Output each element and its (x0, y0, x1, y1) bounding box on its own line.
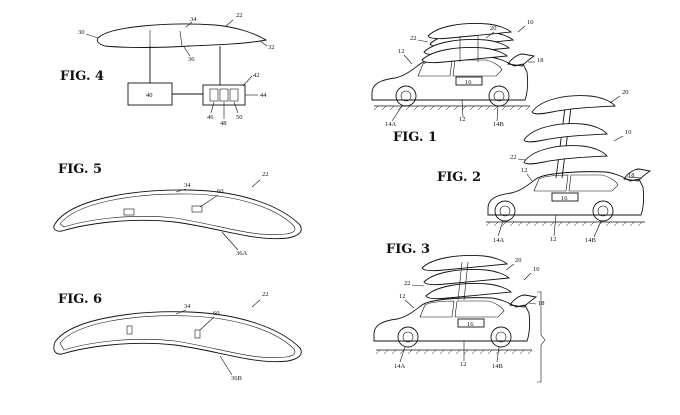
fig3-wing-top (421, 255, 508, 272)
fig4-ref-32: 32 (268, 44, 275, 51)
fig2-ref-12a: 12 (521, 167, 528, 174)
fig3: FIG. 3 16 20 10 22 12 18 14A 12 14 (373, 242, 546, 383)
fig5-airfoil-inner (59, 193, 296, 235)
fig4-ref-44: 44 (260, 92, 267, 99)
fig5-label: FIG. 5 (58, 162, 102, 177)
fig3-front-wheel (397, 326, 419, 348)
fig1-ref-14B: 14B (493, 121, 505, 128)
fig2-ref-10: 10 (625, 129, 632, 136)
fig2-front-wheel (494, 200, 516, 222)
fig3-rear-wheel (490, 326, 512, 348)
fig5-ref-36A: 36A (236, 250, 248, 257)
fig2-ref-12b: 12 (550, 236, 557, 243)
fig2-ref-18: 18 (628, 172, 635, 179)
fig2: FIG. 2 16 20 10 22 12 18 14A 12 14B (437, 89, 652, 244)
fig1-ref-18: 18 (537, 57, 544, 64)
fig2-car-body (487, 171, 645, 216)
fig5-airfoil-outer (53, 189, 302, 240)
fig1-ref-20: 20 (490, 25, 497, 32)
fig1: FIG. 1 16 20 10 22 12 18 14A (371, 19, 544, 145)
fig2-ref-16: 16 (561, 195, 568, 202)
fig2-wing-mid (523, 123, 608, 143)
fig2-battery-box (551, 192, 579, 202)
fig4-label: FIG. 4 (60, 69, 104, 84)
fig3-ref-16: 16 (467, 321, 474, 328)
fig1-battery-box (455, 76, 483, 86)
fig6-airfoil-outer (53, 311, 302, 363)
fig1-label: FIG. 1 (393, 130, 437, 145)
fig5-ref-22: 22 (262, 171, 269, 178)
fig3-ref-20: 20 (515, 257, 522, 264)
fig3-ref-22: 22 (404, 280, 411, 287)
fig6-ref-60: 60 (213, 310, 220, 317)
fig3-ref-14A: 14A (394, 363, 406, 370)
fig4-ref-34: 34 (190, 16, 197, 23)
fig6-airfoil-inner (59, 315, 296, 358)
fig1-rear-wheel (488, 85, 510, 107)
fig3-car-body (373, 297, 531, 342)
fig6-ref-36B: 36B (231, 375, 243, 382)
fig4-ref-48: 48 (220, 120, 227, 127)
fig3-label: FIG. 3 (386, 242, 430, 257)
fig4-ref-36: 36 (188, 56, 195, 63)
fig3-ref-12a: 12 (399, 293, 406, 300)
fig5: FIG. 5 22 34 60 36A (53, 162, 302, 257)
fig6: FIG. 6 22 34 60 36B (53, 291, 302, 382)
fig3-ref-10: 10 (533, 266, 540, 273)
fig2-ref-20: 20 (622, 89, 629, 96)
fig4: FIG. 4 40 22 30 34 32 36 42 44 46 48 (60, 12, 275, 127)
fig1-ref-22: 22 (410, 35, 417, 42)
fig3-ref-14B: 14B (492, 363, 504, 370)
fig2-wing-low (523, 145, 608, 165)
fig1-ref-12b: 12 (459, 116, 466, 123)
fig6-label: FIG. 6 (58, 292, 102, 307)
fig3-wing-low (425, 283, 512, 300)
fig5-ref-60: 60 (217, 188, 224, 195)
fig4-ref-22: 22 (236, 12, 243, 19)
fig2-wing-top (531, 95, 616, 115)
fig1-ref-12a: 12 (398, 48, 405, 55)
fig2-ref-14B: 14B (585, 237, 597, 244)
fig4-ref-40: 40 (146, 92, 153, 99)
fig5-ref-34: 34 (184, 182, 191, 189)
fig4-ref-30: 30 (78, 29, 85, 36)
fig3-ref-18: 18 (538, 300, 545, 307)
fig2-label: FIG. 2 (437, 170, 481, 185)
fig4-ref-50: 50 (236, 114, 243, 121)
fig1-car-body (371, 56, 529, 101)
fig4-ref-42: 42 (253, 72, 260, 79)
fig4-airfoil (96, 23, 268, 48)
fig4-ref-46: 46 (207, 114, 214, 121)
fig1-front-wheel (395, 85, 417, 107)
fig3-battery-box (457, 318, 485, 328)
fig6-ref-22: 22 (262, 291, 269, 298)
fig3-ref-12b: 12 (460, 361, 467, 368)
fig1-ref-14A: 14A (385, 121, 397, 128)
fig2-ref-14A: 14A (493, 237, 505, 244)
fig2-mast (555, 99, 567, 179)
fig6-ref-34: 34 (184, 303, 191, 310)
fig2-ref-22: 22 (510, 154, 517, 161)
fig1-ref-10: 10 (527, 19, 534, 26)
fig1-ref-16: 16 (465, 79, 472, 86)
fig3-bracket (537, 291, 546, 383)
fig2-rear-wheel (592, 200, 614, 222)
